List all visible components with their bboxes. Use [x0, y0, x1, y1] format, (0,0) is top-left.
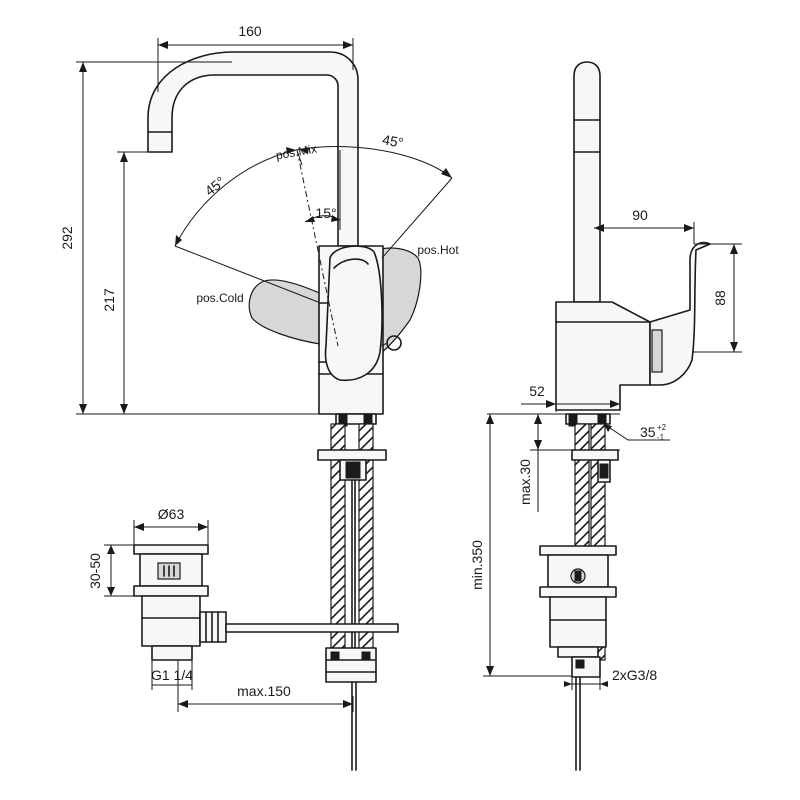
spout-side [573, 61, 601, 303]
dim-base: 52 [529, 383, 545, 399]
dim-hole-tol-upper: +2 [657, 423, 667, 432]
dim-max-thickness: max.30 [517, 459, 533, 505]
waste-assembly: Ø63 30-50 G1 1/4 max.150 [87, 506, 399, 712]
dim-height-spout: 217 [101, 288, 117, 312]
angle-left-label: 45° [202, 173, 229, 199]
angle-arc-left [174, 149, 297, 247]
dim-waste-thread: G1 1/4 [151, 667, 193, 683]
label-cold: pos.Cold [196, 291, 243, 305]
waste-rod [225, 623, 399, 633]
dim-waste-rod: max.150 [237, 683, 291, 699]
angle-center-label: 15° [315, 205, 336, 221]
dim-min-hose: min.350 [469, 540, 485, 590]
handle-mix [324, 245, 383, 382]
dim-waste-height: 30-50 [87, 553, 103, 589]
label-mix: pos.Mix [275, 142, 318, 163]
dim-hole-tol-lower: -1 [657, 433, 665, 442]
waste-flange [133, 585, 209, 597]
handle-ghost-cold [248, 279, 327, 345]
dim-hole: 35 [640, 424, 656, 440]
spout [147, 51, 359, 247]
mixer-body-side [555, 301, 651, 411]
angle-arc-right [295, 145, 453, 179]
handle-side [649, 241, 711, 386]
side-view: 90 88 52 [469, 61, 742, 771]
dim-waste-diameter: Ø63 [158, 506, 185, 522]
dim-connection: 2xG3/8 [612, 667, 657, 683]
mounting-plate-front [317, 449, 387, 461]
dim-height-total: 292 [59, 226, 75, 250]
label-hot: pos.Hot [417, 243, 459, 257]
dim-handle-height: 88 [712, 290, 728, 306]
dim-depth: 90 [632, 207, 648, 223]
angle-right-label: 45° [381, 131, 405, 150]
dim-width-top: 160 [238, 23, 262, 39]
waste-plug [133, 544, 209, 555]
waste-body [141, 595, 201, 647]
mounting-plate-side [571, 449, 619, 461]
front-view: 160 292 217 45° 45° 15° pos.Mix pos.Hot … [59, 23, 459, 771]
